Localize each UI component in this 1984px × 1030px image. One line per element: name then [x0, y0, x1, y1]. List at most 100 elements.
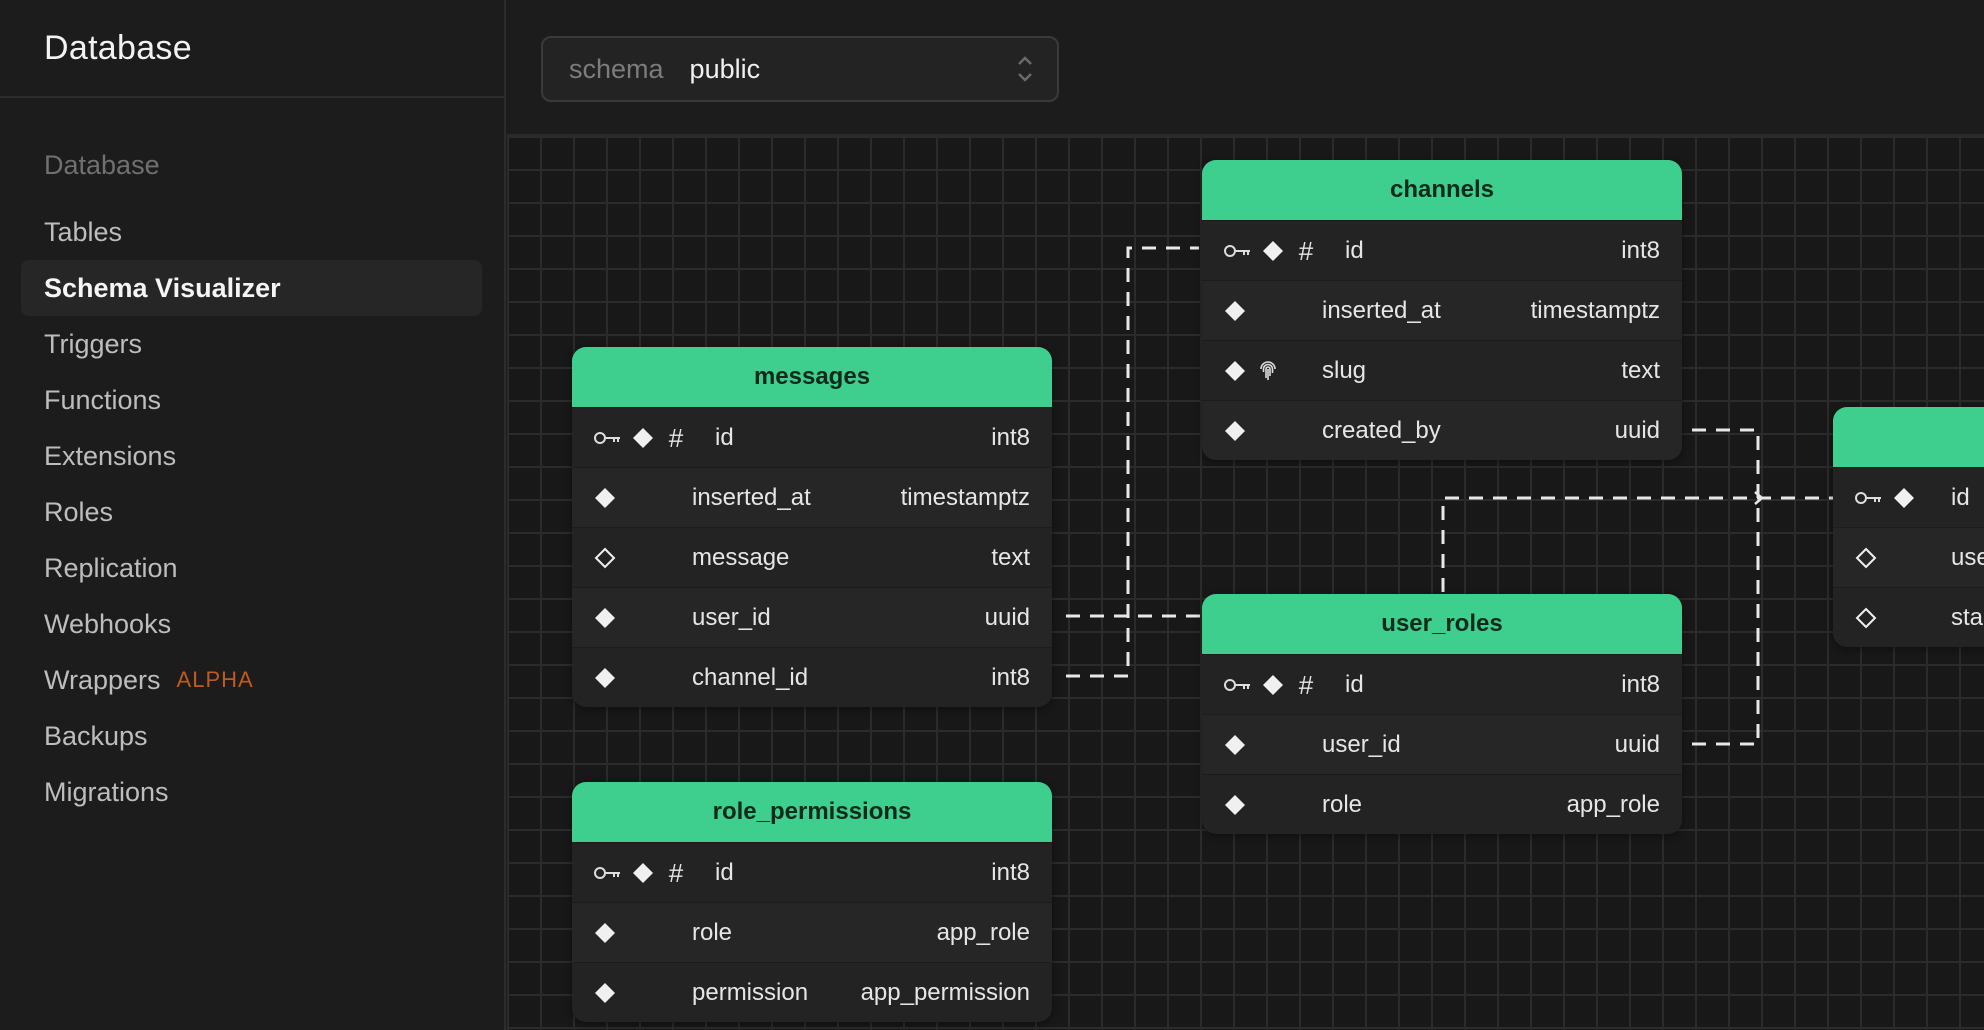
column-name: inserted_at: [692, 483, 811, 511]
column-row[interactable]: permission app_permission: [572, 962, 1052, 1022]
column-type: int8: [1621, 236, 1660, 264]
sidebar-item-webhooks[interactable]: Webhooks: [21, 596, 482, 652]
table-channels[interactable]: channels # id int8 inserted_at timestamp…: [1202, 160, 1682, 460]
column-name: use: [1951, 543, 1984, 571]
hash-icon: #: [668, 857, 684, 888]
sidebar-item-label: Backups: [44, 720, 148, 751]
column-name: inserted_at: [1322, 296, 1441, 324]
column-type: int8: [991, 423, 1030, 451]
schema-select-value: public: [689, 53, 761, 84]
column-type: timestamptz: [1530, 296, 1660, 324]
table-user-roles[interactable]: user_roles # id int8 user_id uuid role a…: [1202, 594, 1682, 834]
diamond-filled-icon: [1893, 487, 1915, 509]
column-row[interactable]: # id int8: [572, 842, 1052, 902]
column-row[interactable]: use: [1833, 527, 1984, 587]
column-row[interactable]: id: [1833, 467, 1984, 527]
key-icon: [1224, 677, 1252, 693]
column-name: id: [1345, 670, 1364, 698]
sidebar-item-extensions[interactable]: Extensions: [21, 428, 482, 484]
fingerprint-icon: [1256, 359, 1280, 383]
table-header[interactable]: user_roles: [1202, 594, 1682, 654]
sidebar-title: Database: [0, 0, 504, 98]
sidebar-item-migrations[interactable]: Migrations: [21, 764, 482, 820]
column-name: id: [715, 858, 734, 886]
column-name: message: [692, 543, 790, 571]
column-row[interactable]: role app_role: [572, 902, 1052, 962]
column-type: int8: [991, 663, 1030, 691]
column-row[interactable]: # id int8: [1202, 654, 1682, 714]
column-type: int8: [991, 858, 1030, 886]
sidebar-item-roles[interactable]: Roles: [21, 484, 482, 540]
column-row[interactable]: channel_id int8: [572, 647, 1052, 707]
column-name: permission: [692, 978, 809, 1006]
alpha-badge: ALPHA: [176, 667, 254, 692]
hash-icon: #: [668, 422, 684, 453]
sidebar-item-label: Triggers: [44, 328, 143, 359]
column-row[interactable]: inserted_at timestamptz: [572, 467, 1052, 527]
column-name: role: [1322, 790, 1363, 818]
column-row[interactable]: user_id uuid: [572, 587, 1052, 647]
relationship-edges: [1066, 246, 1833, 746]
column-row[interactable]: inserted_at timestamptz: [1202, 280, 1682, 340]
diamond-filled-icon: [1262, 674, 1284, 696]
table-header[interactable]: messages: [572, 347, 1052, 407]
schema-canvas[interactable]: channels # id int8 inserted_at timestamp…: [507, 136, 1984, 1030]
sidebar-item-tables[interactable]: Tables: [21, 204, 482, 260]
table-role-permissions[interactable]: role_permissions # id int8 role app_role…: [572, 782, 1052, 1022]
column-name: id: [1345, 236, 1364, 264]
diamond-filled-icon: [632, 427, 654, 449]
column-name: created_by: [1322, 416, 1441, 444]
diamond-filled-icon: [1224, 794, 1246, 816]
diamond-filled-icon: [1224, 420, 1246, 442]
column-row[interactable]: message text: [572, 527, 1052, 587]
column-row[interactable]: created_by uuid: [1202, 400, 1682, 460]
sidebar-item-functions[interactable]: Functions: [21, 372, 482, 428]
sidebar-item-label: Tables: [44, 216, 123, 247]
column-type: uuid: [1614, 730, 1660, 758]
column-name: role: [692, 918, 733, 946]
chevron-up-down-icon: [1015, 52, 1035, 91]
sidebar-item-replication[interactable]: Replication: [21, 540, 482, 596]
table-header[interactable]: role_permissions: [572, 782, 1052, 842]
diamond-filled-icon: [1224, 360, 1246, 382]
sidebar-nav: Tables Schema Visualizer Triggers Functi…: [21, 204, 482, 820]
schema-select-label: schema: [569, 53, 664, 84]
sidebar-item-label: Roles: [44, 496, 114, 527]
main-panel: schema public channels #: [507, 0, 1984, 1030]
column-type: uuid: [1614, 416, 1660, 444]
diamond-filled-icon: [594, 487, 616, 509]
toolbar: schema public: [507, 0, 1984, 136]
column-row[interactable]: sta: [1833, 587, 1984, 647]
sidebar-item-label: Functions: [44, 384, 162, 415]
table-header[interactable]: channels: [1202, 160, 1682, 220]
sidebar-item-schema-visualizer[interactable]: Schema Visualizer: [21, 260, 482, 316]
table-header[interactable]: [1833, 407, 1984, 467]
table-messages[interactable]: messages # id int8 inserted_at timestamp…: [572, 347, 1052, 707]
column-name: user_id: [692, 603, 771, 631]
key-icon: [1855, 490, 1883, 506]
edge-messages-channel-id: [1066, 246, 1199, 678]
column-name: user_id: [1322, 730, 1401, 758]
column-row[interactable]: role app_role: [1202, 774, 1682, 834]
column-type: uuid: [984, 603, 1030, 631]
column-row[interactable]: slug text: [1202, 340, 1682, 400]
diamond-outline-icon: [1855, 547, 1877, 569]
sidebar-item-backups[interactable]: Backups: [21, 708, 482, 764]
column-name: id: [715, 423, 734, 451]
diamond-filled-icon: [1224, 300, 1246, 322]
sidebar-item-label: Extensions: [44, 440, 177, 471]
diamond-filled-icon: [1262, 240, 1284, 262]
column-type: timestamptz: [900, 483, 1030, 511]
column-row[interactable]: # id int8: [1202, 220, 1682, 280]
sidebar-item-label: Schema Visualizer: [44, 272, 281, 303]
key-icon: [594, 430, 622, 446]
sidebar-item-triggers[interactable]: Triggers: [21, 316, 482, 372]
column-row[interactable]: user_id uuid: [1202, 714, 1682, 774]
sidebar-section-label: Database: [44, 150, 160, 180]
sidebar-item-label: Webhooks: [44, 608, 172, 639]
column-row[interactable]: # id int8: [572, 407, 1052, 467]
schema-select[interactable]: schema public: [541, 36, 1059, 102]
table-partial[interactable]: id use sta: [1833, 407, 1984, 647]
diamond-outline-icon: [1855, 607, 1877, 629]
